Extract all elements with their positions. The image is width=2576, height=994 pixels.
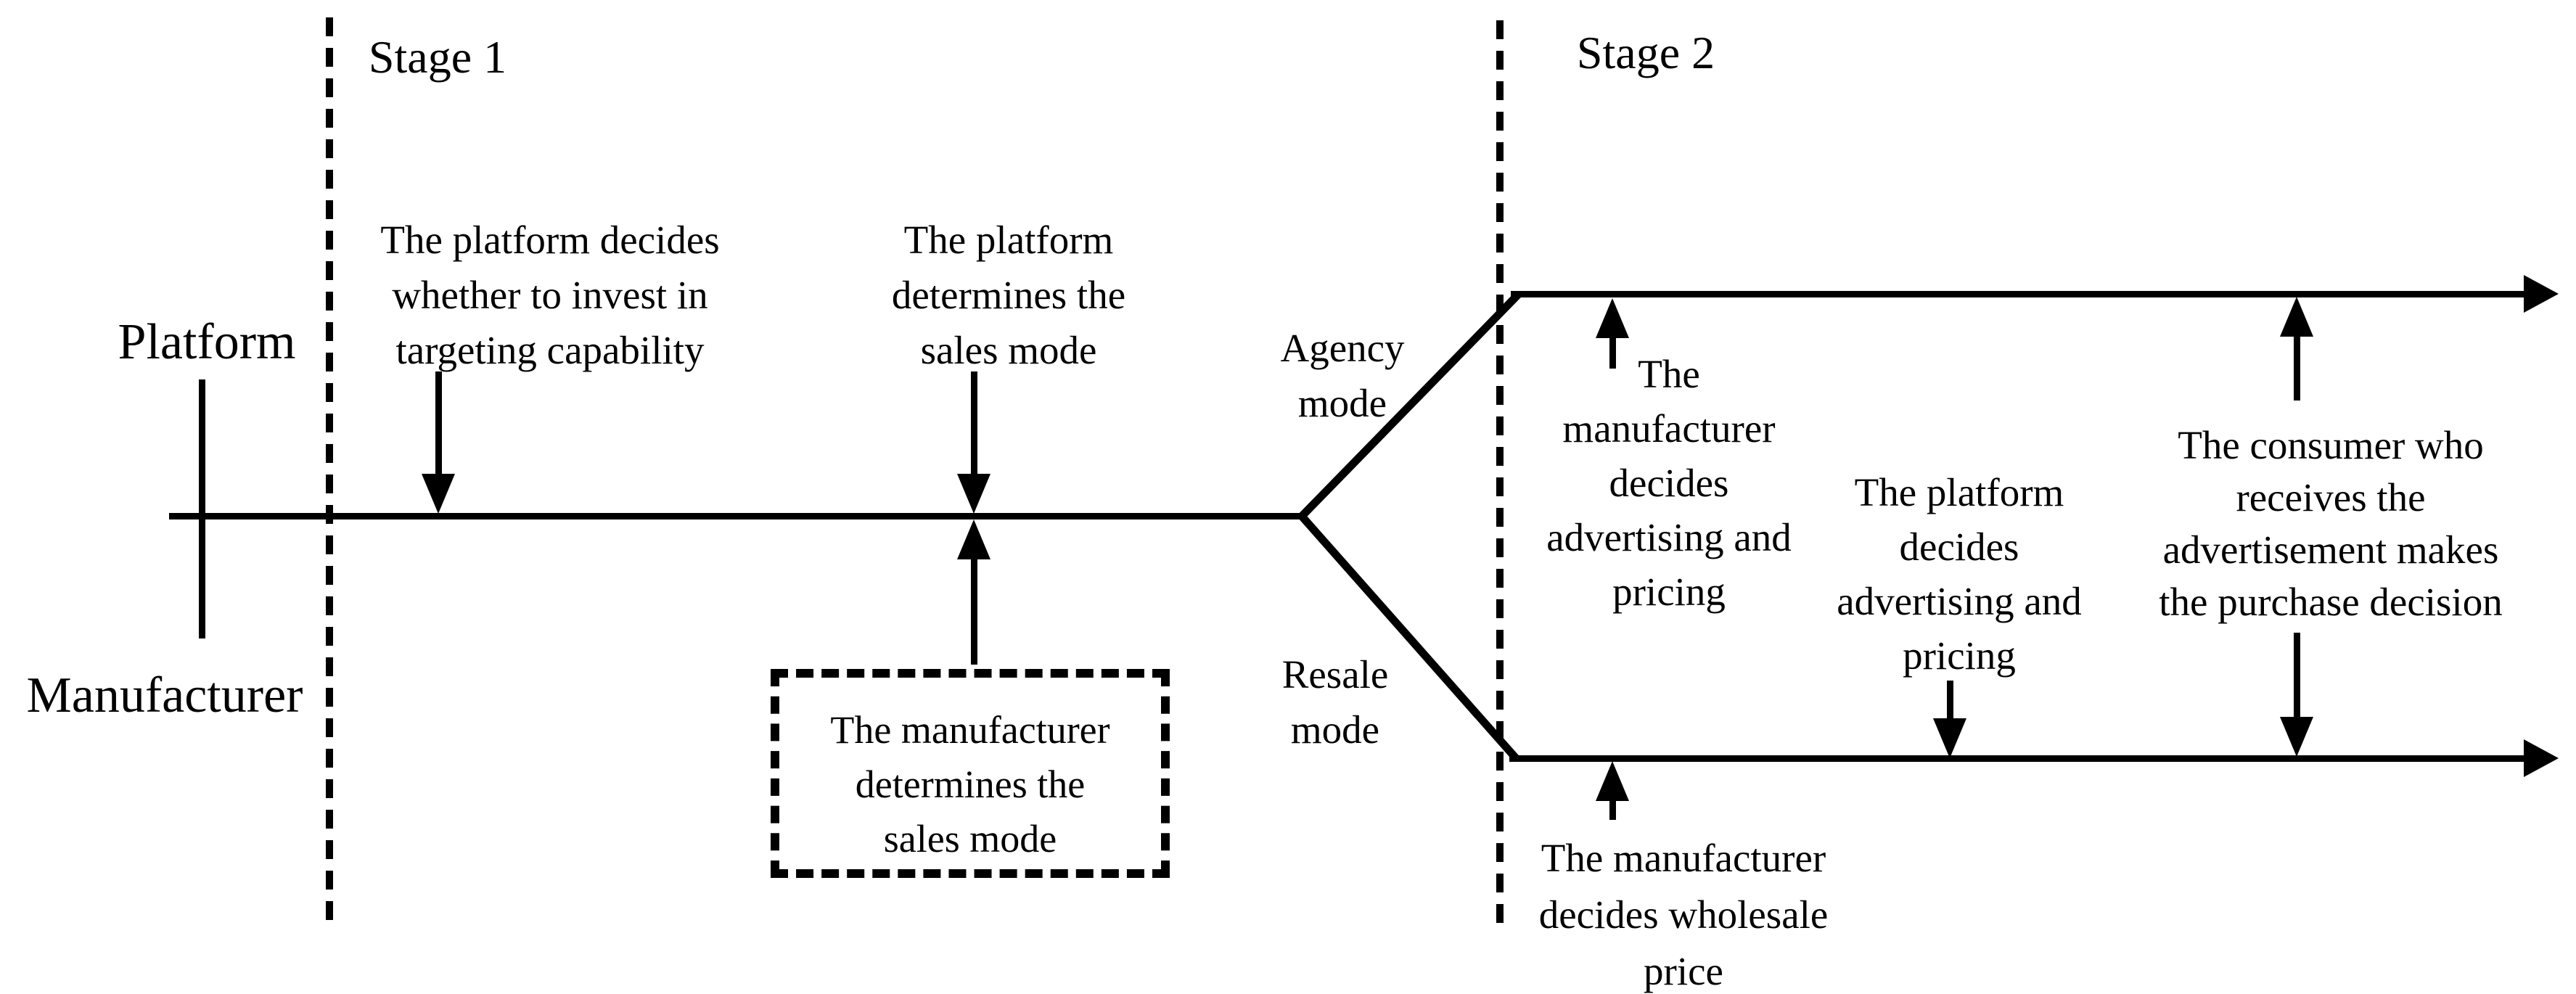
- resale-branch-arrowhead-icon: [2524, 739, 2559, 777]
- platform-label: Platform: [118, 314, 296, 370]
- manufacturer-adv-arrow-head-icon: [1596, 298, 1629, 338]
- stage1-divider-dotted-line: [326, 17, 333, 929]
- consumer-decision-text: The consumer who receives the advertisem…: [2159, 423, 2503, 624]
- wholesale-arrow-head-icon: [1596, 761, 1629, 801]
- invest-arrow-head-icon: [422, 474, 455, 514]
- manufacturer-sales-arrow-head-icon: [957, 519, 990, 559]
- invest-arrow-shaft: [435, 371, 442, 474]
- consumer-lower-arrow-shaft: [2294, 633, 2300, 718]
- agency-branch-line: [1511, 291, 2525, 297]
- main-timeline-line: [169, 513, 1303, 519]
- consumer-lower-arrow-head-icon: [2280, 717, 2313, 757]
- wholesale-arrow-shaft: [1609, 800, 1616, 820]
- resale-mode-label: Resale mode: [1281, 652, 1389, 752]
- platform-sales-arrow-shaft: [971, 371, 977, 474]
- platform-adv-arrow-shaft: [1947, 681, 1953, 720]
- platform-sales-mode-text: The platform determines the sales mode: [891, 218, 1126, 372]
- manufacturer-sales-mode-dashed-box: The manufacturer determines the sales mo…: [771, 669, 1170, 878]
- manufacturer-sales-arrow-shaft: [971, 558, 977, 665]
- manufacturer-adv-pricing-text: The manufacturer decides advertising and…: [1546, 352, 1792, 614]
- manufacturer-sales-mode-text: The manufacturer determines the sales mo…: [830, 707, 1110, 860]
- actors-tick-line: [199, 379, 205, 638]
- platform-adv-pricing-text: The platform decides advertising and pri…: [1837, 470, 2082, 678]
- stage1-label: Stage 1: [368, 31, 507, 83]
- platform-adv-arrow-head-icon: [1933, 718, 1966, 758]
- consumer-upper-arrow-head-icon: [2280, 297, 2313, 337]
- stage2-label: Stage 2: [1576, 27, 1715, 78]
- wholesale-price-text: The manufacturer decides wholesale price: [1538, 836, 1829, 993]
- consumer-upper-arrow-shaft: [2294, 335, 2300, 401]
- manufacturer-label: Manufacturer: [26, 668, 303, 723]
- agency-branch-arrowhead-icon: [2524, 275, 2559, 313]
- stage2-divider-dotted-line: [1496, 20, 1504, 929]
- agency-mode-label: Agency mode: [1280, 326, 1405, 425]
- invest-targeting-text: The platform decides whether to invest i…: [380, 218, 720, 372]
- manufacturer-adv-arrow-shaft: [1609, 337, 1616, 369]
- platform-sales-arrow-head-icon: [957, 474, 990, 514]
- resale-branch-line: [1509, 755, 2525, 762]
